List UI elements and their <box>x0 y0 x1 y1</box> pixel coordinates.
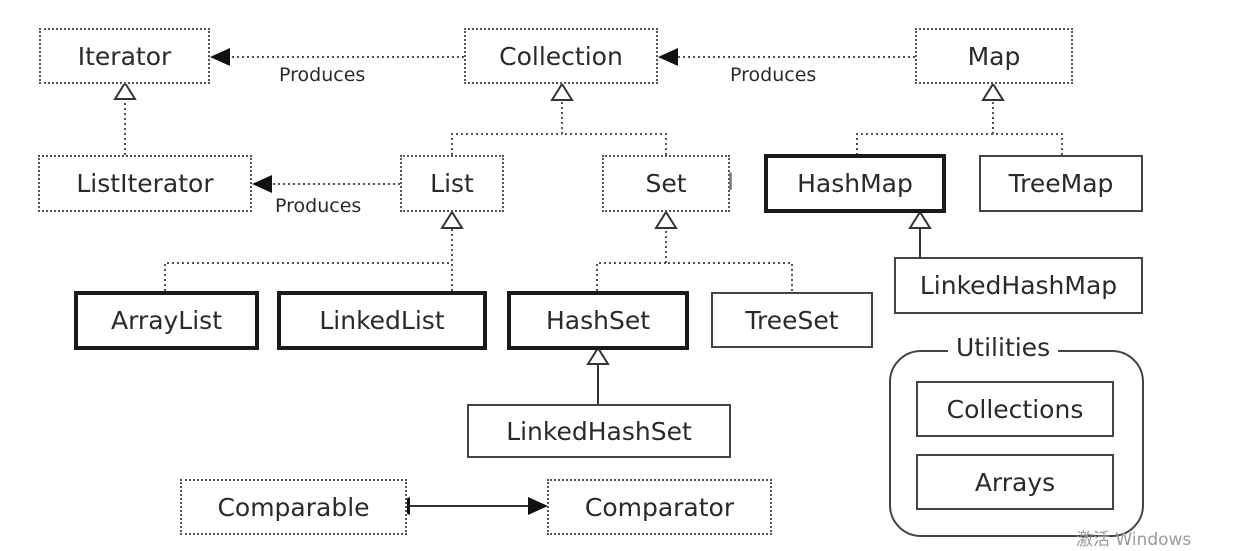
utilities-title: Utilities <box>948 333 1059 362</box>
node-treeset: TreeSet <box>711 292 873 348</box>
node-arrays-label: Arrays <box>974 467 1056 497</box>
node-list-label: List <box>430 169 474 198</box>
node-linkedhashmap-label: LinkedHashMap <box>919 271 1118 300</box>
node-arraylist-label: ArrayList <box>110 306 223 335</box>
node-hashmap-label: HashMap <box>797 169 913 198</box>
windows-activation-watermark: 激活 Windows <box>1076 530 1192 550</box>
node-linkedhashset-label: LinkedHashSet <box>506 416 692 446</box>
node-iterator: Iterator <box>39 28 210 84</box>
node-comparator-label: Comparator <box>584 492 735 522</box>
edge-treeset-set <box>666 262 793 291</box>
node-linkedhashset: LinkedHashSet <box>467 404 731 458</box>
node-listiterator-label: ListIterator <box>76 169 214 198</box>
node-arrays: Arrays <box>916 454 1114 510</box>
label-produces-listiterator: Produces <box>275 195 362 217</box>
node-listiterator: ListIterator <box>38 155 252 212</box>
node-list: List <box>400 155 504 212</box>
node-arraylist: ArrayList <box>74 291 259 350</box>
node-linkedlist-label: LinkedList <box>319 306 445 335</box>
node-hashset-label: HashSet <box>545 306 651 335</box>
node-set: Set <box>602 155 730 212</box>
node-hashmap: HashMap <box>764 154 946 213</box>
text-cursor-icon: I <box>727 168 735 196</box>
edge-treemap-map <box>993 133 1063 155</box>
node-comparable-label: Comparable <box>217 492 370 522</box>
node-map-label: Map <box>967 41 1021 71</box>
node-comparator: Comparator <box>547 479 772 535</box>
edge-list-collection <box>451 133 562 155</box>
node-map: Map <box>915 28 1073 84</box>
node-collections-label: Collections <box>946 394 1084 424</box>
node-iterator-label: Iterator <box>77 41 172 71</box>
edge-set-collection <box>562 133 667 155</box>
node-collections: Collections <box>916 381 1114 437</box>
label-produces-collection: Produces <box>730 64 817 86</box>
edge-arraylist-list <box>164 262 452 291</box>
edge-hashset-set <box>596 262 666 291</box>
node-treeset-label: TreeSet <box>745 305 839 335</box>
node-linkedlist: LinkedList <box>277 291 487 350</box>
label-produces-iterator: Produces <box>279 64 366 86</box>
node-comparable: Comparable <box>180 479 407 535</box>
edge-hashmap-map <box>856 133 993 155</box>
node-collection: Collection <box>464 28 658 84</box>
node-linkedhashmap: LinkedHashMap <box>894 257 1143 314</box>
node-treemap-label: TreeMap <box>1008 169 1114 198</box>
node-treemap: TreeMap <box>979 155 1143 212</box>
node-set-label: Set <box>645 169 687 198</box>
node-collection-label: Collection <box>499 41 623 71</box>
node-hashset: HashSet <box>507 291 689 350</box>
